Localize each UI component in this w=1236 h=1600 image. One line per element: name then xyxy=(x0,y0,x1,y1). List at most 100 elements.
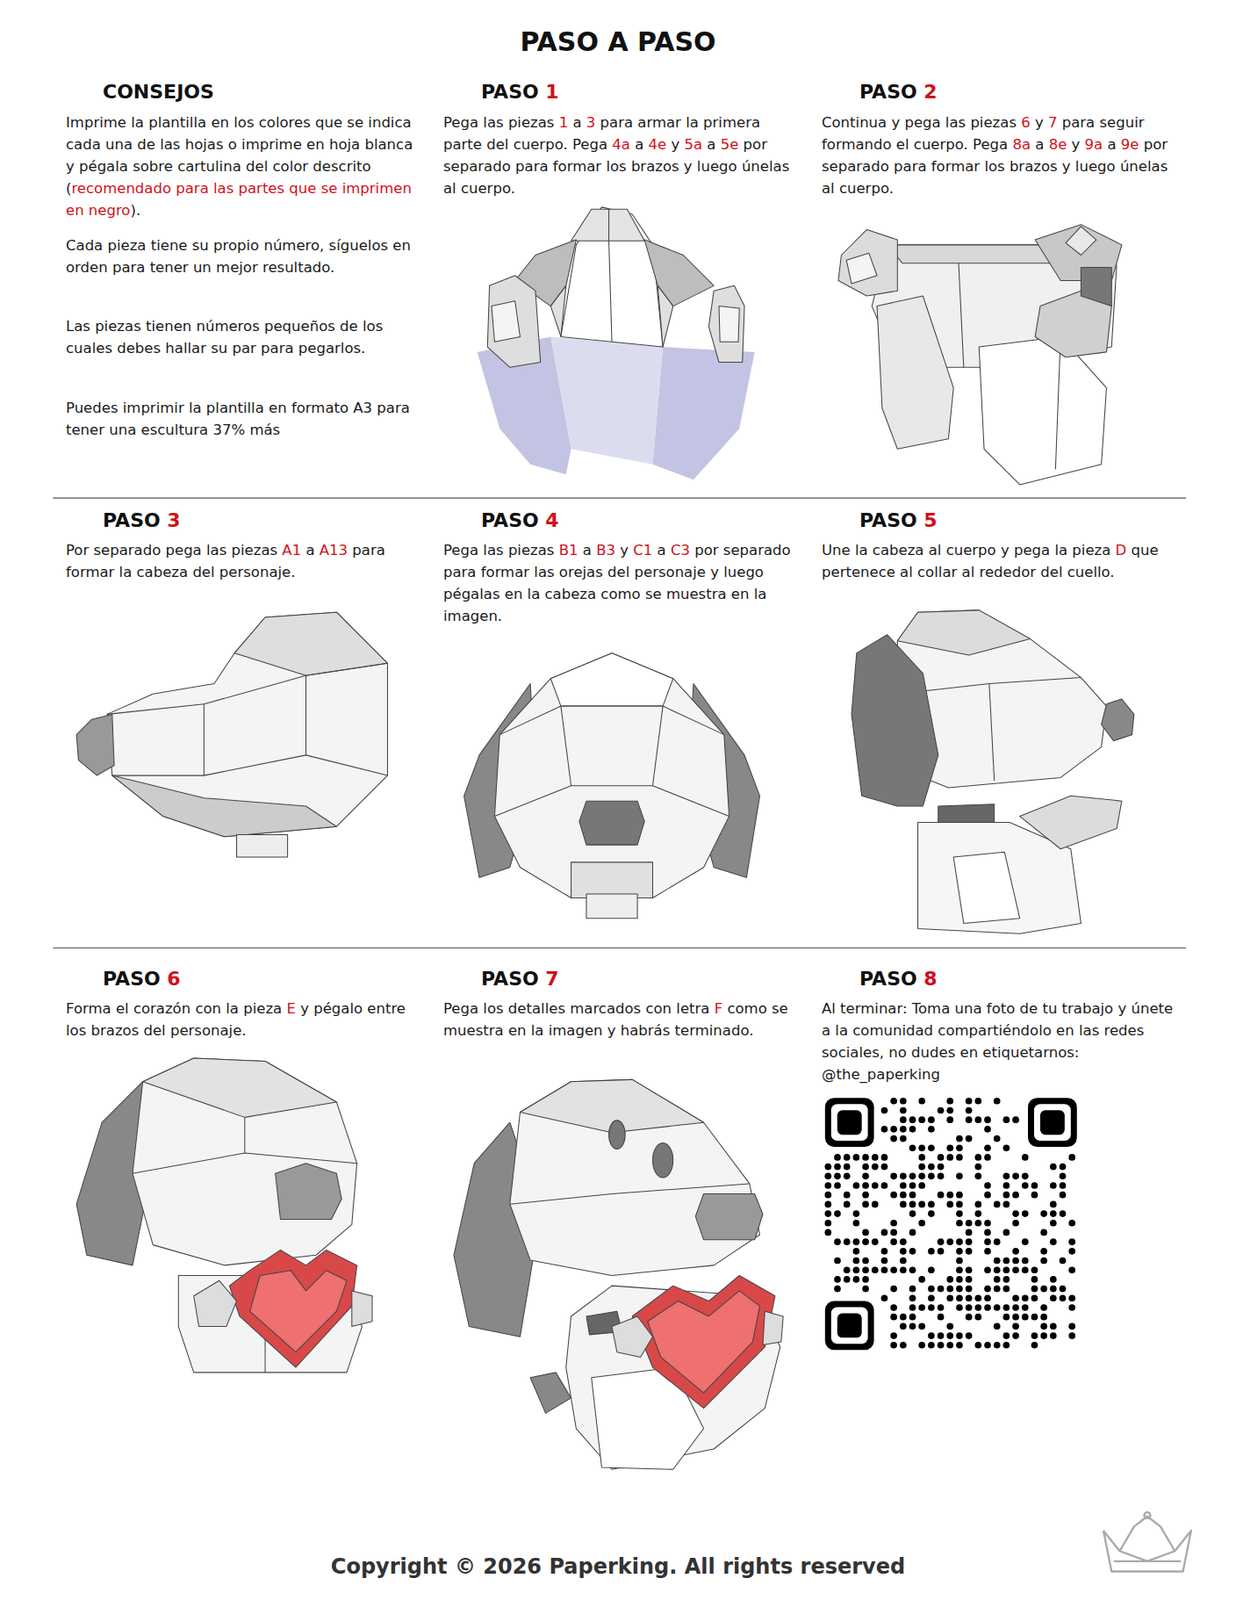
qr-module xyxy=(862,1163,870,1171)
qr-module xyxy=(899,1341,907,1349)
step-text: Forma el corazón con la pieza E y pégalo… xyxy=(65,997,426,1042)
qr-module xyxy=(974,1200,982,1208)
qr-module xyxy=(1040,1331,1048,1339)
qr-module xyxy=(1068,1331,1076,1339)
qr-module xyxy=(1021,1181,1029,1189)
qr-module xyxy=(937,1247,945,1255)
step1-figure-part xyxy=(652,346,755,480)
qr-module xyxy=(937,1341,945,1349)
qr-module xyxy=(881,1247,889,1255)
qr-module xyxy=(890,1228,898,1236)
qr-module xyxy=(1059,1181,1067,1189)
qr-module xyxy=(918,1219,926,1227)
qr-module xyxy=(984,1143,992,1151)
qr-module xyxy=(1021,1313,1029,1321)
body-text: y xyxy=(1071,136,1081,153)
qr-module xyxy=(965,1303,973,1311)
qr-module xyxy=(909,1143,917,1151)
qr-module xyxy=(955,1219,963,1227)
qr-module xyxy=(833,1181,841,1189)
qr-module xyxy=(993,1303,1001,1311)
qr-module xyxy=(927,1341,935,1349)
qr-module xyxy=(881,1125,889,1133)
qr-module xyxy=(927,1293,935,1301)
heading-word: PASO xyxy=(859,80,918,103)
qr-module xyxy=(1021,1293,1029,1301)
qr-module xyxy=(1003,1265,1011,1273)
qr-module xyxy=(984,1153,992,1161)
qr-module xyxy=(843,1265,851,1273)
step-heading: CONSEJOS xyxy=(102,80,215,103)
step2-figure-part xyxy=(846,252,877,284)
qr-module xyxy=(890,1125,898,1133)
step-text: Continua y pega las piezas 6 y 7 para se… xyxy=(821,111,1182,200)
qr-module xyxy=(909,1265,917,1273)
qr-module xyxy=(909,1313,917,1321)
piece-number: 3 xyxy=(586,114,597,131)
step7-figure-part xyxy=(632,1274,776,1408)
step-heading: PASO 2 xyxy=(859,80,938,103)
step1-figure-part xyxy=(708,285,745,362)
qr-module xyxy=(984,1303,992,1311)
qr-module xyxy=(1049,1322,1057,1330)
qr-module xyxy=(955,1275,963,1283)
qr-module xyxy=(993,1200,1001,1208)
qr-module xyxy=(909,1171,917,1179)
qr-module xyxy=(890,1265,898,1273)
qr-module xyxy=(890,1191,898,1199)
qr-module xyxy=(1003,1191,1011,1199)
step7-figure-part xyxy=(609,1120,626,1150)
qr-module xyxy=(918,1143,926,1151)
qr-module xyxy=(1040,1109,1065,1135)
qr-module xyxy=(862,1257,870,1265)
step1-figure-part xyxy=(550,285,566,337)
body-text: a xyxy=(634,136,644,153)
step1-figure-part xyxy=(491,301,521,342)
step-text: Las piezas tienen números pequeños de lo… xyxy=(65,315,426,360)
qr-module xyxy=(1049,1237,1057,1245)
step1-figure-part xyxy=(608,208,610,241)
qr-module xyxy=(984,1219,992,1227)
qr-module xyxy=(927,1171,935,1179)
piece-number: A13 xyxy=(319,541,348,559)
qr-module xyxy=(1003,1143,1011,1151)
qr-module xyxy=(937,1331,945,1339)
step6-figure-part xyxy=(244,1116,245,1153)
qr-module xyxy=(937,1163,945,1171)
qr-module xyxy=(965,1285,973,1293)
step-text: Une la cabeza al cuerpo y pega la pieza … xyxy=(821,538,1182,583)
step7-figure-part xyxy=(530,1372,571,1413)
qr-module xyxy=(1003,1171,1011,1179)
qr-module xyxy=(881,1265,889,1273)
qr-module xyxy=(871,1200,879,1208)
piece-number: B3 xyxy=(596,541,616,559)
qr-module xyxy=(974,1171,982,1179)
qr-module xyxy=(993,1265,1001,1273)
step3-figure-part xyxy=(112,754,389,776)
qr-module xyxy=(824,1219,832,1227)
qr-module xyxy=(862,1265,870,1273)
qr-module xyxy=(1021,1257,1029,1265)
qr-module xyxy=(871,1153,879,1161)
piece-number: 5 xyxy=(923,509,937,532)
qr-module xyxy=(993,1275,1001,1283)
qr-module xyxy=(1068,1265,1076,1273)
qr-module xyxy=(918,1322,926,1330)
qr-module xyxy=(965,1247,973,1255)
crown-logo-part xyxy=(1143,1511,1150,1518)
qr-module xyxy=(1068,1303,1076,1311)
qr-module xyxy=(1040,1285,1048,1293)
step1-figure-part xyxy=(487,275,540,368)
qr-module xyxy=(946,1322,954,1330)
qr-module xyxy=(1031,1191,1039,1199)
step-text: Cada pieza tiene su propio número, sígue… xyxy=(65,234,426,279)
qr-module xyxy=(843,1191,851,1199)
step5-figure-part xyxy=(953,851,1021,923)
piece-number: 8e xyxy=(1049,136,1068,153)
qr-module xyxy=(843,1163,851,1171)
step6-figure-part xyxy=(143,1057,338,1117)
step-heading: PASO 4 xyxy=(481,509,560,532)
page-title: PASO A PASO xyxy=(0,26,1236,58)
qr-module xyxy=(1059,1257,1067,1265)
step3-figure-part xyxy=(107,611,388,837)
